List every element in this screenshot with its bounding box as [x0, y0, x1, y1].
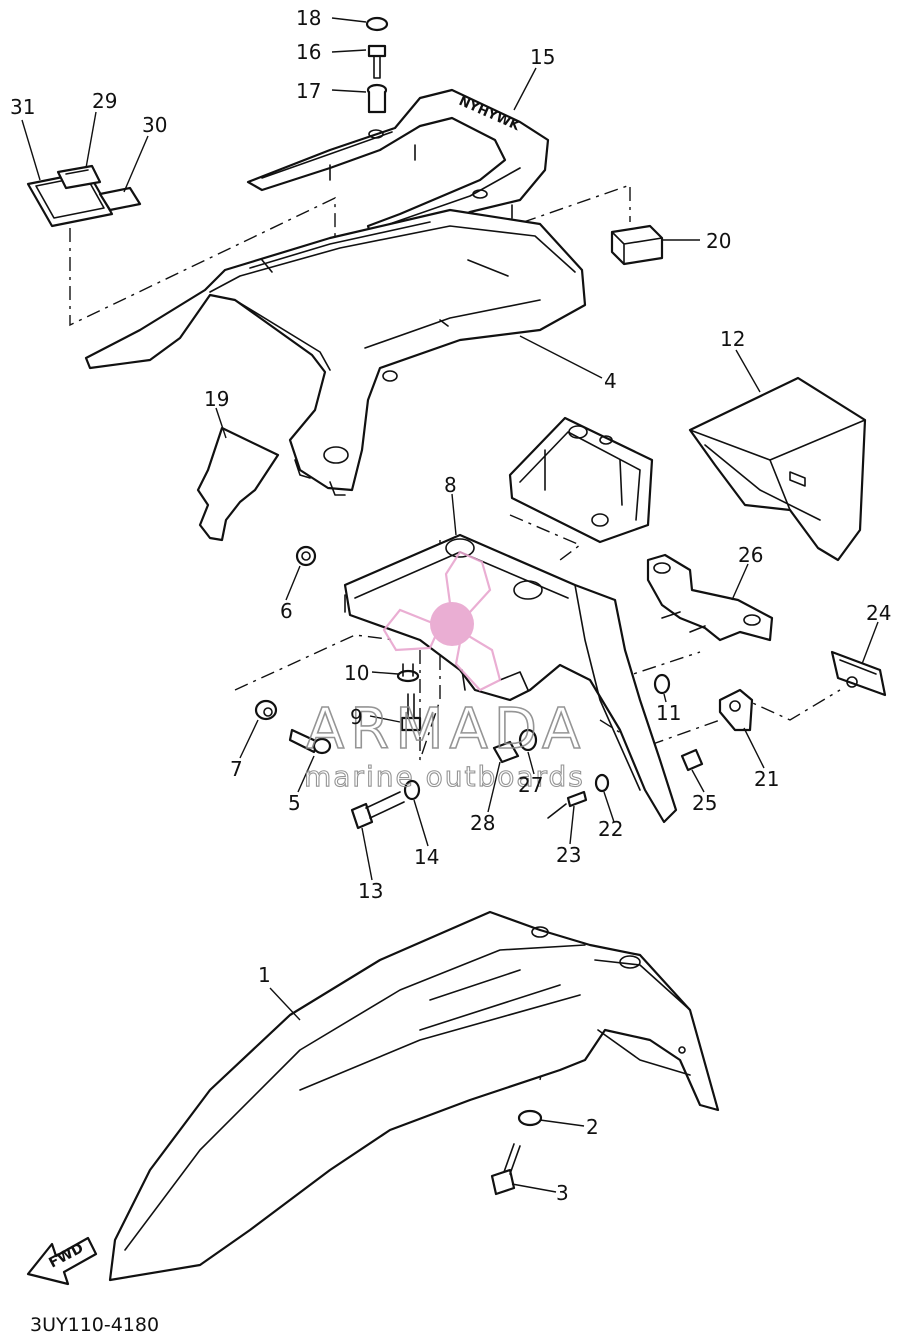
watermark-title: ARMADA — [306, 697, 586, 762]
callout-18: 18 — [296, 6, 321, 30]
part-23-screw — [547, 790, 588, 819]
callout-21: 21 — [754, 767, 779, 791]
callout-10: 10 — [344, 661, 369, 685]
part-3-bolt — [490, 1143, 521, 1196]
callout-24: 24 — [866, 601, 891, 625]
callout-30: 30 — [142, 113, 167, 137]
callout-2: 2 — [586, 1115, 599, 1139]
battery-bracket — [508, 416, 654, 544]
part-22-washer — [594, 773, 610, 793]
watermark-logo-icon — [382, 550, 502, 692]
part-18-cap — [365, 16, 389, 32]
part-24-reflector — [830, 650, 887, 697]
part-27-washer — [518, 728, 538, 752]
callout-14: 14 — [414, 845, 439, 869]
part-30-label — [98, 186, 142, 212]
part-26-plate-bracket — [646, 553, 774, 642]
callout-25: 25 — [692, 791, 717, 815]
callout-4: 4 — [604, 369, 617, 393]
part-11-grommet — [653, 673, 671, 695]
watermark-subtitle: marine outboards — [304, 760, 585, 793]
callout-7: 7 — [230, 757, 243, 781]
callout-16: 16 — [296, 40, 321, 64]
callout-19: 19 — [204, 387, 229, 411]
part-8-rear-fender-frame — [343, 533, 678, 824]
callout-31: 31 — [10, 95, 35, 119]
part-7-grommet — [254, 699, 278, 721]
fwd-arrow-icon: FWD — [26, 1236, 98, 1286]
callout-leaders — [21, 17, 879, 1193]
callout-28: 28 — [470, 811, 495, 835]
callout-3: 3 — [556, 1181, 569, 1205]
part-19-flap — [196, 426, 280, 542]
part-13-bolt — [350, 791, 405, 830]
part-17-collar — [366, 83, 388, 114]
callout-26: 26 — [738, 543, 763, 567]
part-15-grab-bar — [246, 88, 550, 251]
part-6-grommet — [295, 545, 317, 567]
figure-code: 3UY110-4180 — [30, 1314, 159, 1336]
callout-17: 17 — [296, 79, 321, 103]
part-10-bolt — [396, 663, 420, 683]
callout-13: 13 — [358, 879, 383, 903]
part-2-nut — [517, 1109, 543, 1127]
callout-15: 15 — [530, 45, 555, 69]
callout-20: 20 — [706, 229, 731, 253]
callout-11: 11 — [656, 701, 681, 725]
part-16-bolt — [367, 44, 387, 79]
callout-9: 9 — [350, 705, 363, 729]
callout-1: 1 — [258, 963, 271, 987]
callout-22: 22 — [598, 817, 623, 841]
part-1-front-fender — [108, 910, 720, 1282]
part-25-nut — [680, 748, 704, 772]
part-5-bolt — [288, 728, 332, 755]
callout-5: 5 — [288, 791, 301, 815]
watermark: ARMADA marine outboards — [303, 550, 586, 794]
callout-27: 27 — [518, 773, 543, 797]
callout-29: 29 — [92, 89, 117, 113]
part-12-box-cover — [688, 376, 867, 562]
part-9-bolt — [400, 693, 422, 732]
callout-12: 12 — [720, 327, 745, 351]
part-14-washer — [403, 779, 421, 801]
part-20-pad — [610, 224, 664, 266]
callout-6: 6 — [280, 599, 293, 623]
part-28-nut — [492, 740, 520, 764]
part-29-label — [56, 164, 102, 190]
callout-23: 23 — [556, 843, 581, 867]
callout-8: 8 — [444, 473, 457, 497]
part-21-reflector-bracket — [718, 688, 754, 732]
part-4-rear-cover — [84, 208, 587, 496]
callout-labels: 18 16 17 15 31 29 30 20 4 12 19 8 6 26 2… — [10, 6, 891, 1205]
